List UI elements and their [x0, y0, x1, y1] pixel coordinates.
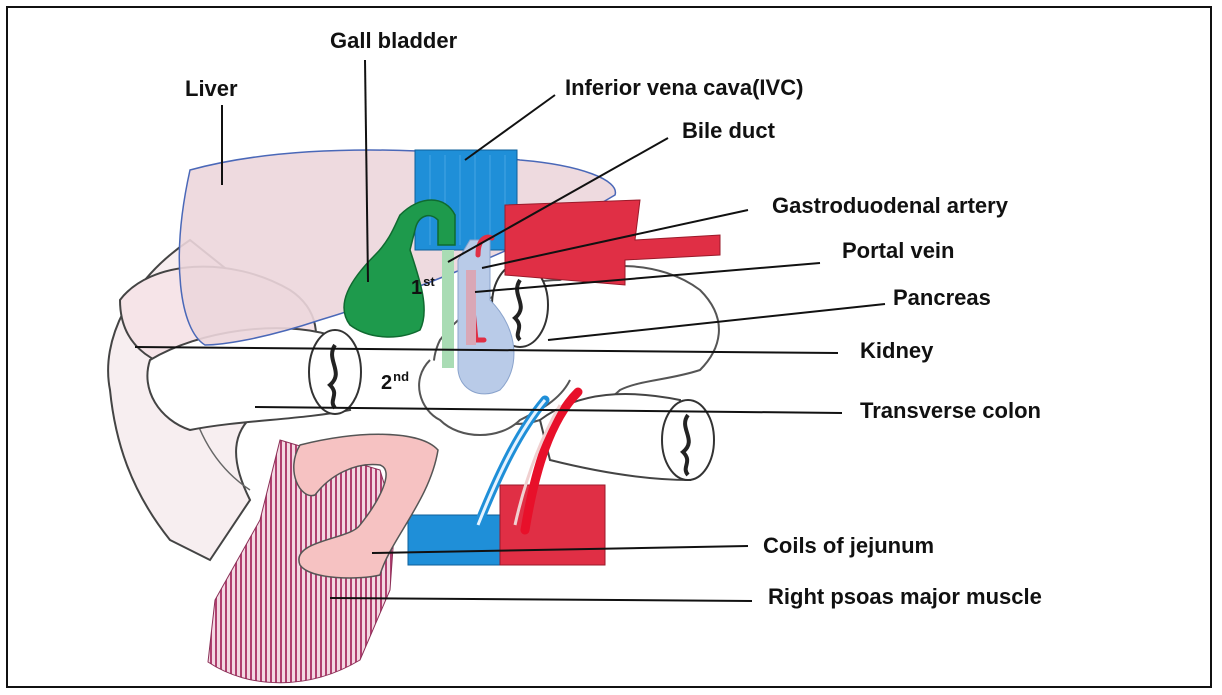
- second-part-number: 2: [381, 372, 392, 394]
- label-coils-of-jejunum: Coils of jejunum: [763, 535, 934, 557]
- first-part-number: 1: [411, 277, 422, 299]
- label-liver: Liver: [185, 78, 238, 100]
- label-transverse-colon: Transverse colon: [860, 400, 1041, 422]
- leader-psoas: [330, 598, 752, 601]
- label-bile-duct: Bile duct: [682, 120, 775, 142]
- first-part-suffix: st: [423, 274, 435, 289]
- gda-pink-segment: [466, 270, 476, 345]
- label-ivc: Inferior vena cava(IVC): [565, 77, 803, 99]
- label-kidney: Kidney: [860, 340, 933, 362]
- label-duodenum-second-part: 2nd: [381, 370, 409, 393]
- label-right-psoas: Right psoas major muscle: [768, 586, 1042, 608]
- second-part-suffix: nd: [393, 369, 409, 384]
- label-gastroduodenal-artery: Gastroduodenal artery: [772, 195, 1008, 217]
- label-duodenum-first-part: 1st: [411, 275, 435, 298]
- label-gall-bladder: Gall bladder: [330, 30, 457, 52]
- label-portal-vein: Portal vein: [842, 240, 954, 262]
- label-pancreas: Pancreas: [893, 287, 991, 309]
- ivc-lower: [408, 515, 503, 565]
